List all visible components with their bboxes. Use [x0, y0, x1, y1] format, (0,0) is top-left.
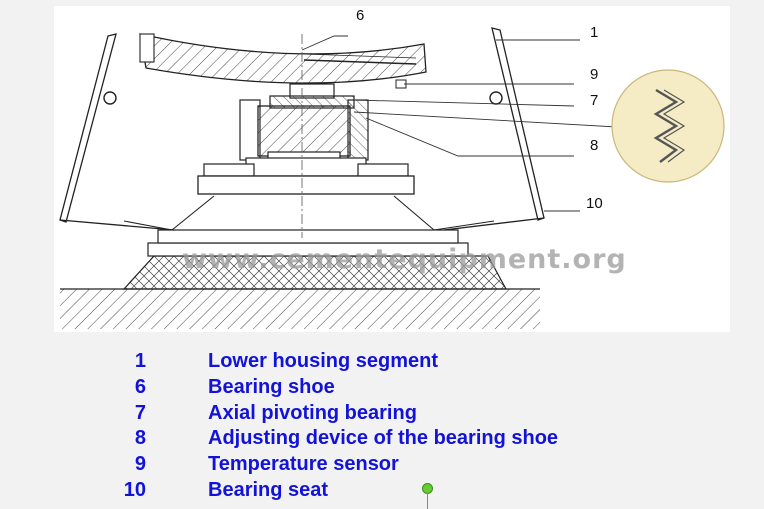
bearing-seat-supports: [123, 195, 495, 231]
callout-9: 9: [590, 66, 598, 83]
legend-item: 8 Adjusting device of the bearing shoe: [108, 427, 668, 453]
legend-item: 9 Temperature sensor: [108, 453, 668, 479]
legend-label: Axial pivoting bearing: [208, 401, 417, 424]
bolt-hole-left: [103, 91, 117, 105]
legend-label: Adjusting device of the bearing shoe: [208, 427, 559, 450]
legend-item: 7 Axial pivoting bearing: [108, 402, 668, 428]
bearing-shoe: [139, 33, 427, 84]
legend-label: Lower housing segment: [208, 350, 439, 372]
watermark: www.cementequipment.org: [182, 244, 627, 275]
concrete-pedestal: [122, 255, 508, 290]
legend-number: 1: [134, 350, 146, 372]
bearing-base-plate-upper: [157, 229, 459, 244]
legend-number: 8: [134, 427, 146, 450]
legend-label: Temperature sensor: [208, 453, 399, 476]
legend-number: 6: [134, 375, 146, 398]
callout-7: 7: [590, 92, 598, 109]
legend-number: 10: [123, 478, 146, 501]
technical-drawing: 6 1 9 7 8 10 www.cementequipment.org: [54, 6, 730, 332]
ground-foundation: [60, 288, 540, 329]
callout-1: 1: [590, 24, 598, 41]
axial-pivoting-bearing: [239, 83, 369, 161]
legend-item: 1 Lower housing segment: [108, 350, 668, 376]
callout-leaders: [301, 35, 635, 212]
bolt-hole-right: [489, 91, 503, 105]
legend-number: 9: [134, 453, 146, 476]
legend-label: Bearing seat: [208, 478, 329, 501]
legend-item: 6 Bearing shoe: [108, 376, 668, 402]
callout-8: 8: [590, 137, 598, 154]
legend: 1 Lower housing segment 6 Bearing shoe 7…: [108, 350, 668, 505]
callout-10: 10: [586, 195, 603, 212]
detail-magnifier: [611, 69, 725, 183]
pointer-stem: [427, 493, 428, 509]
adjusting-device: [197, 105, 415, 195]
legend-item: 10 Bearing seat: [108, 479, 668, 505]
callout-6: 6: [356, 7, 364, 24]
legend-label: Bearing shoe: [208, 375, 335, 398]
legend-number: 7: [134, 401, 146, 424]
